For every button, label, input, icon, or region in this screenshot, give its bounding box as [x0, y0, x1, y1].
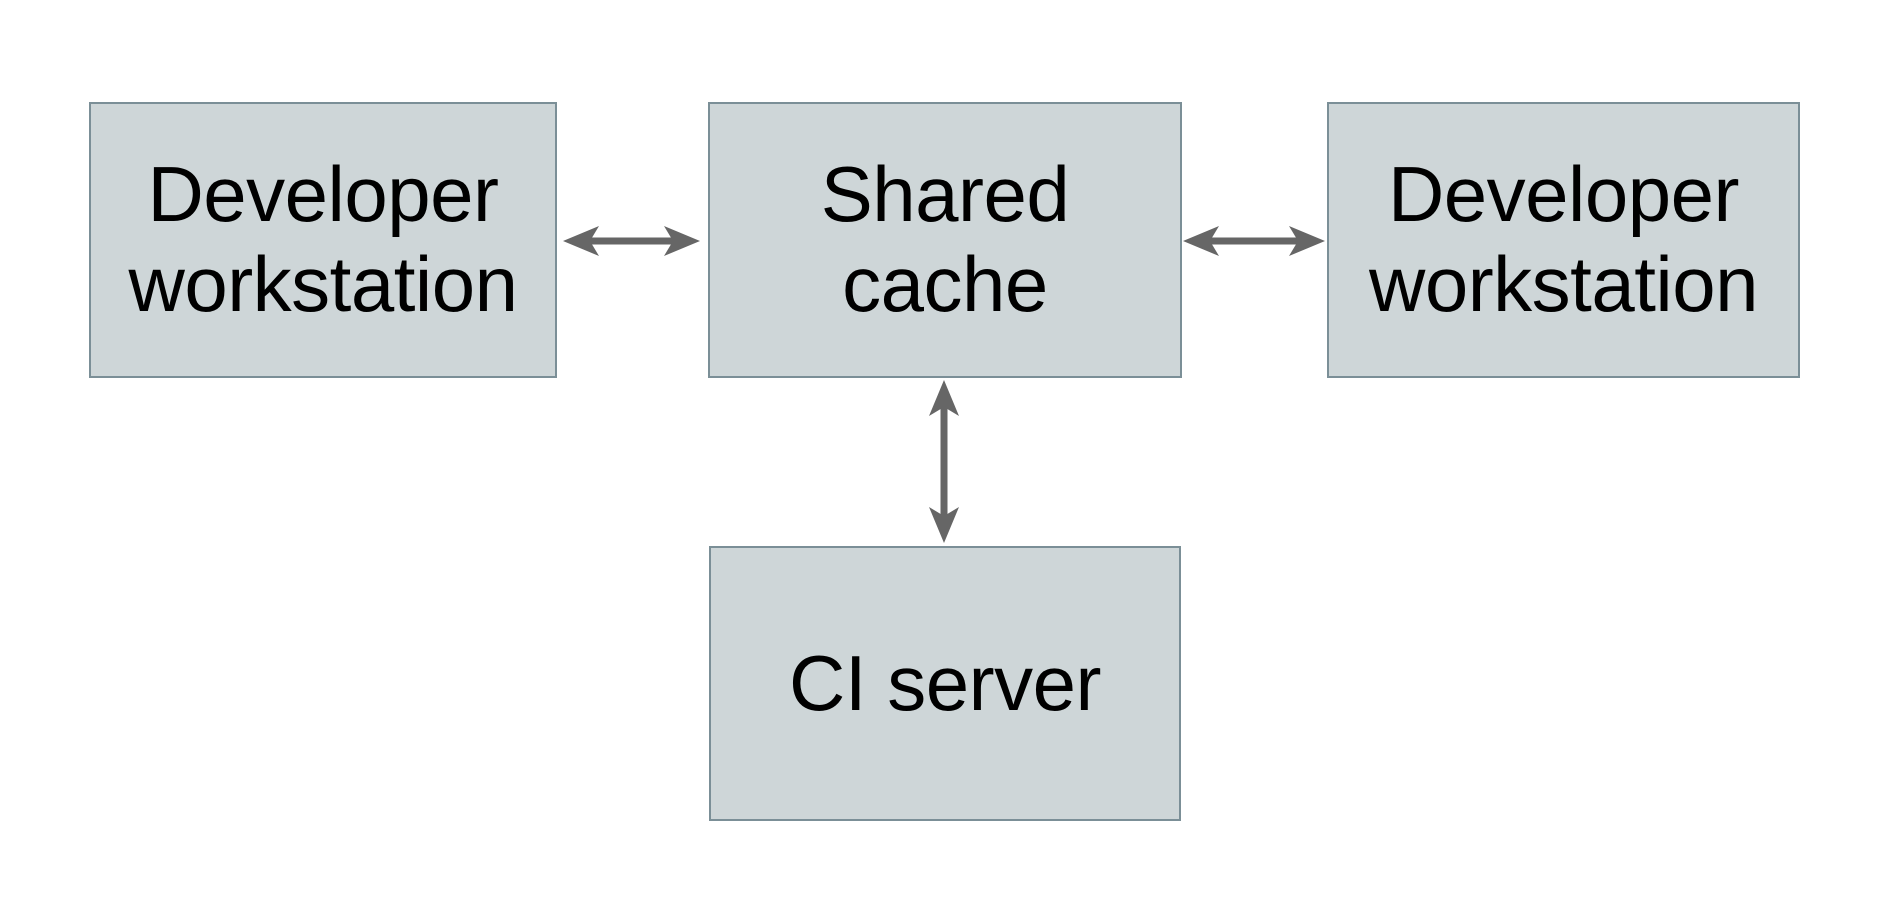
node-label: Shared cache [820, 150, 1070, 328]
node-developer-workstation-right: Developer workstation [1327, 102, 1800, 378]
node-shared-cache: Shared cache [708, 102, 1182, 378]
node-label: CI server [789, 638, 1101, 727]
node-label: Developer workstation [128, 150, 519, 328]
node-developer-workstation-left: Developer workstation [89, 102, 557, 378]
node-ci-server: CI server [709, 546, 1181, 821]
node-label: Developer workstation [1369, 150, 1759, 328]
